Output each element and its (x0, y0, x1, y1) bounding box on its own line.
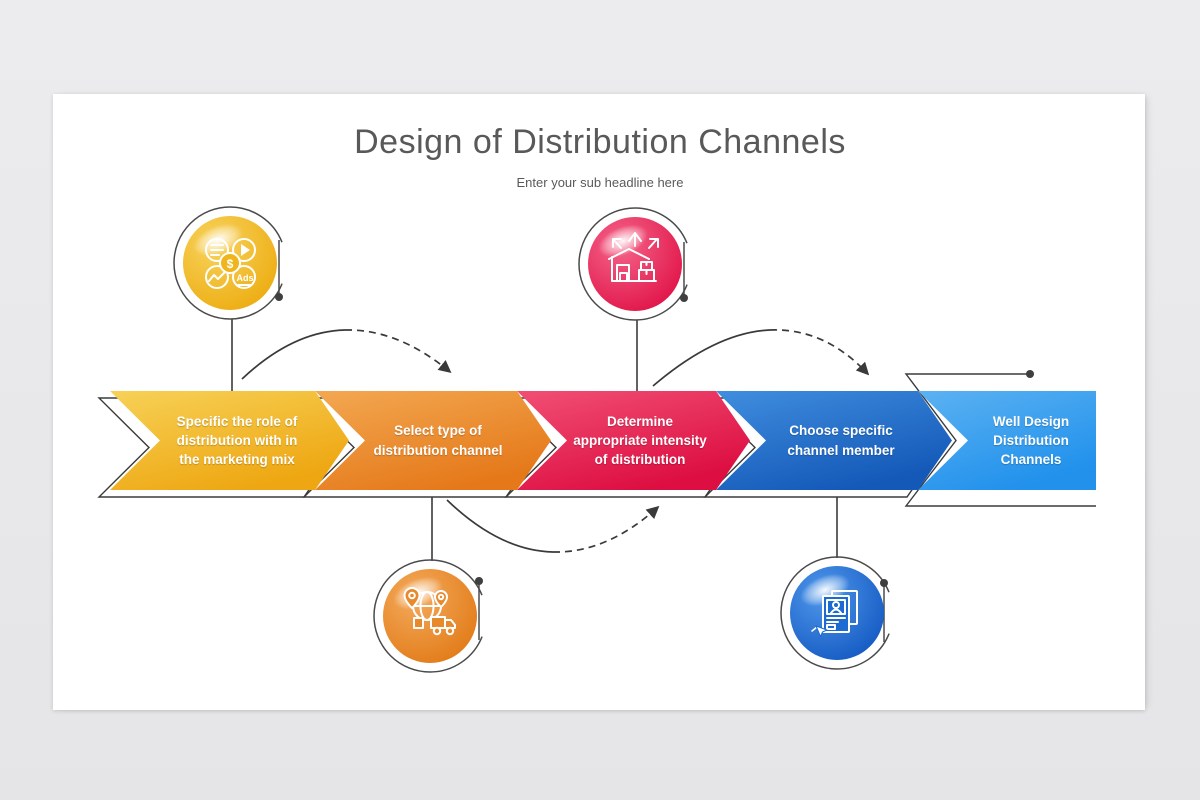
dollar-label: $ (227, 257, 234, 271)
choose-member-icon (811, 590, 858, 637)
circle-ring (578, 207, 692, 321)
step-label-5: Well Design Distribution Channels (992, 413, 1070, 468)
flow-arc-1-dashed (344, 329, 452, 374)
ring-end-dot (475, 577, 483, 585)
chevron-step-5 (918, 391, 1096, 490)
chevron-outline-5 (904, 373, 1096, 507)
chevron-step-3 (517, 391, 750, 490)
flow-arc-1-solid (241, 329, 346, 380)
page-subtitle: Enter your sub headline here (516, 175, 684, 190)
ring-end-dot (680, 294, 688, 302)
step-label-3: Determine appropriate intensity of distr… (573, 413, 707, 468)
step-label-1: Specific the role of distribution with i… (176, 413, 298, 468)
ads-label: Ads (236, 273, 253, 283)
flow-arc-2-dashed (769, 329, 870, 376)
circle-ring (373, 559, 487, 673)
step3-circle-badge (578, 207, 692, 321)
step4-circle-badge (780, 556, 894, 670)
step1-circle-badge: Ads $ (173, 206, 287, 320)
flow-arc-2-solid (652, 329, 771, 387)
warehouse-distribution-icon (608, 232, 659, 282)
chevron-step-1 (110, 391, 349, 490)
marketing-mix-icon: Ads $ (205, 238, 256, 289)
step-label-2: Select type of distribution channel (373, 423, 503, 458)
chevron-step-2 (315, 391, 551, 490)
page-title: Design of Distribution Channels (354, 123, 846, 161)
step2-circle-badge (373, 559, 487, 673)
ring-end-dot (275, 293, 283, 301)
flow-arc-3-dashed (552, 505, 660, 553)
step-label-4: Choose specific channel member (787, 423, 895, 458)
circle-ring (780, 556, 894, 670)
chevron-step-4 (716, 391, 952, 490)
circle-ring (173, 206, 287, 320)
ring-end-dot (880, 579, 888, 587)
line-end-dot (1026, 370, 1034, 378)
global-delivery-icon (403, 587, 456, 636)
flow-arc-3-solid (446, 499, 554, 553)
